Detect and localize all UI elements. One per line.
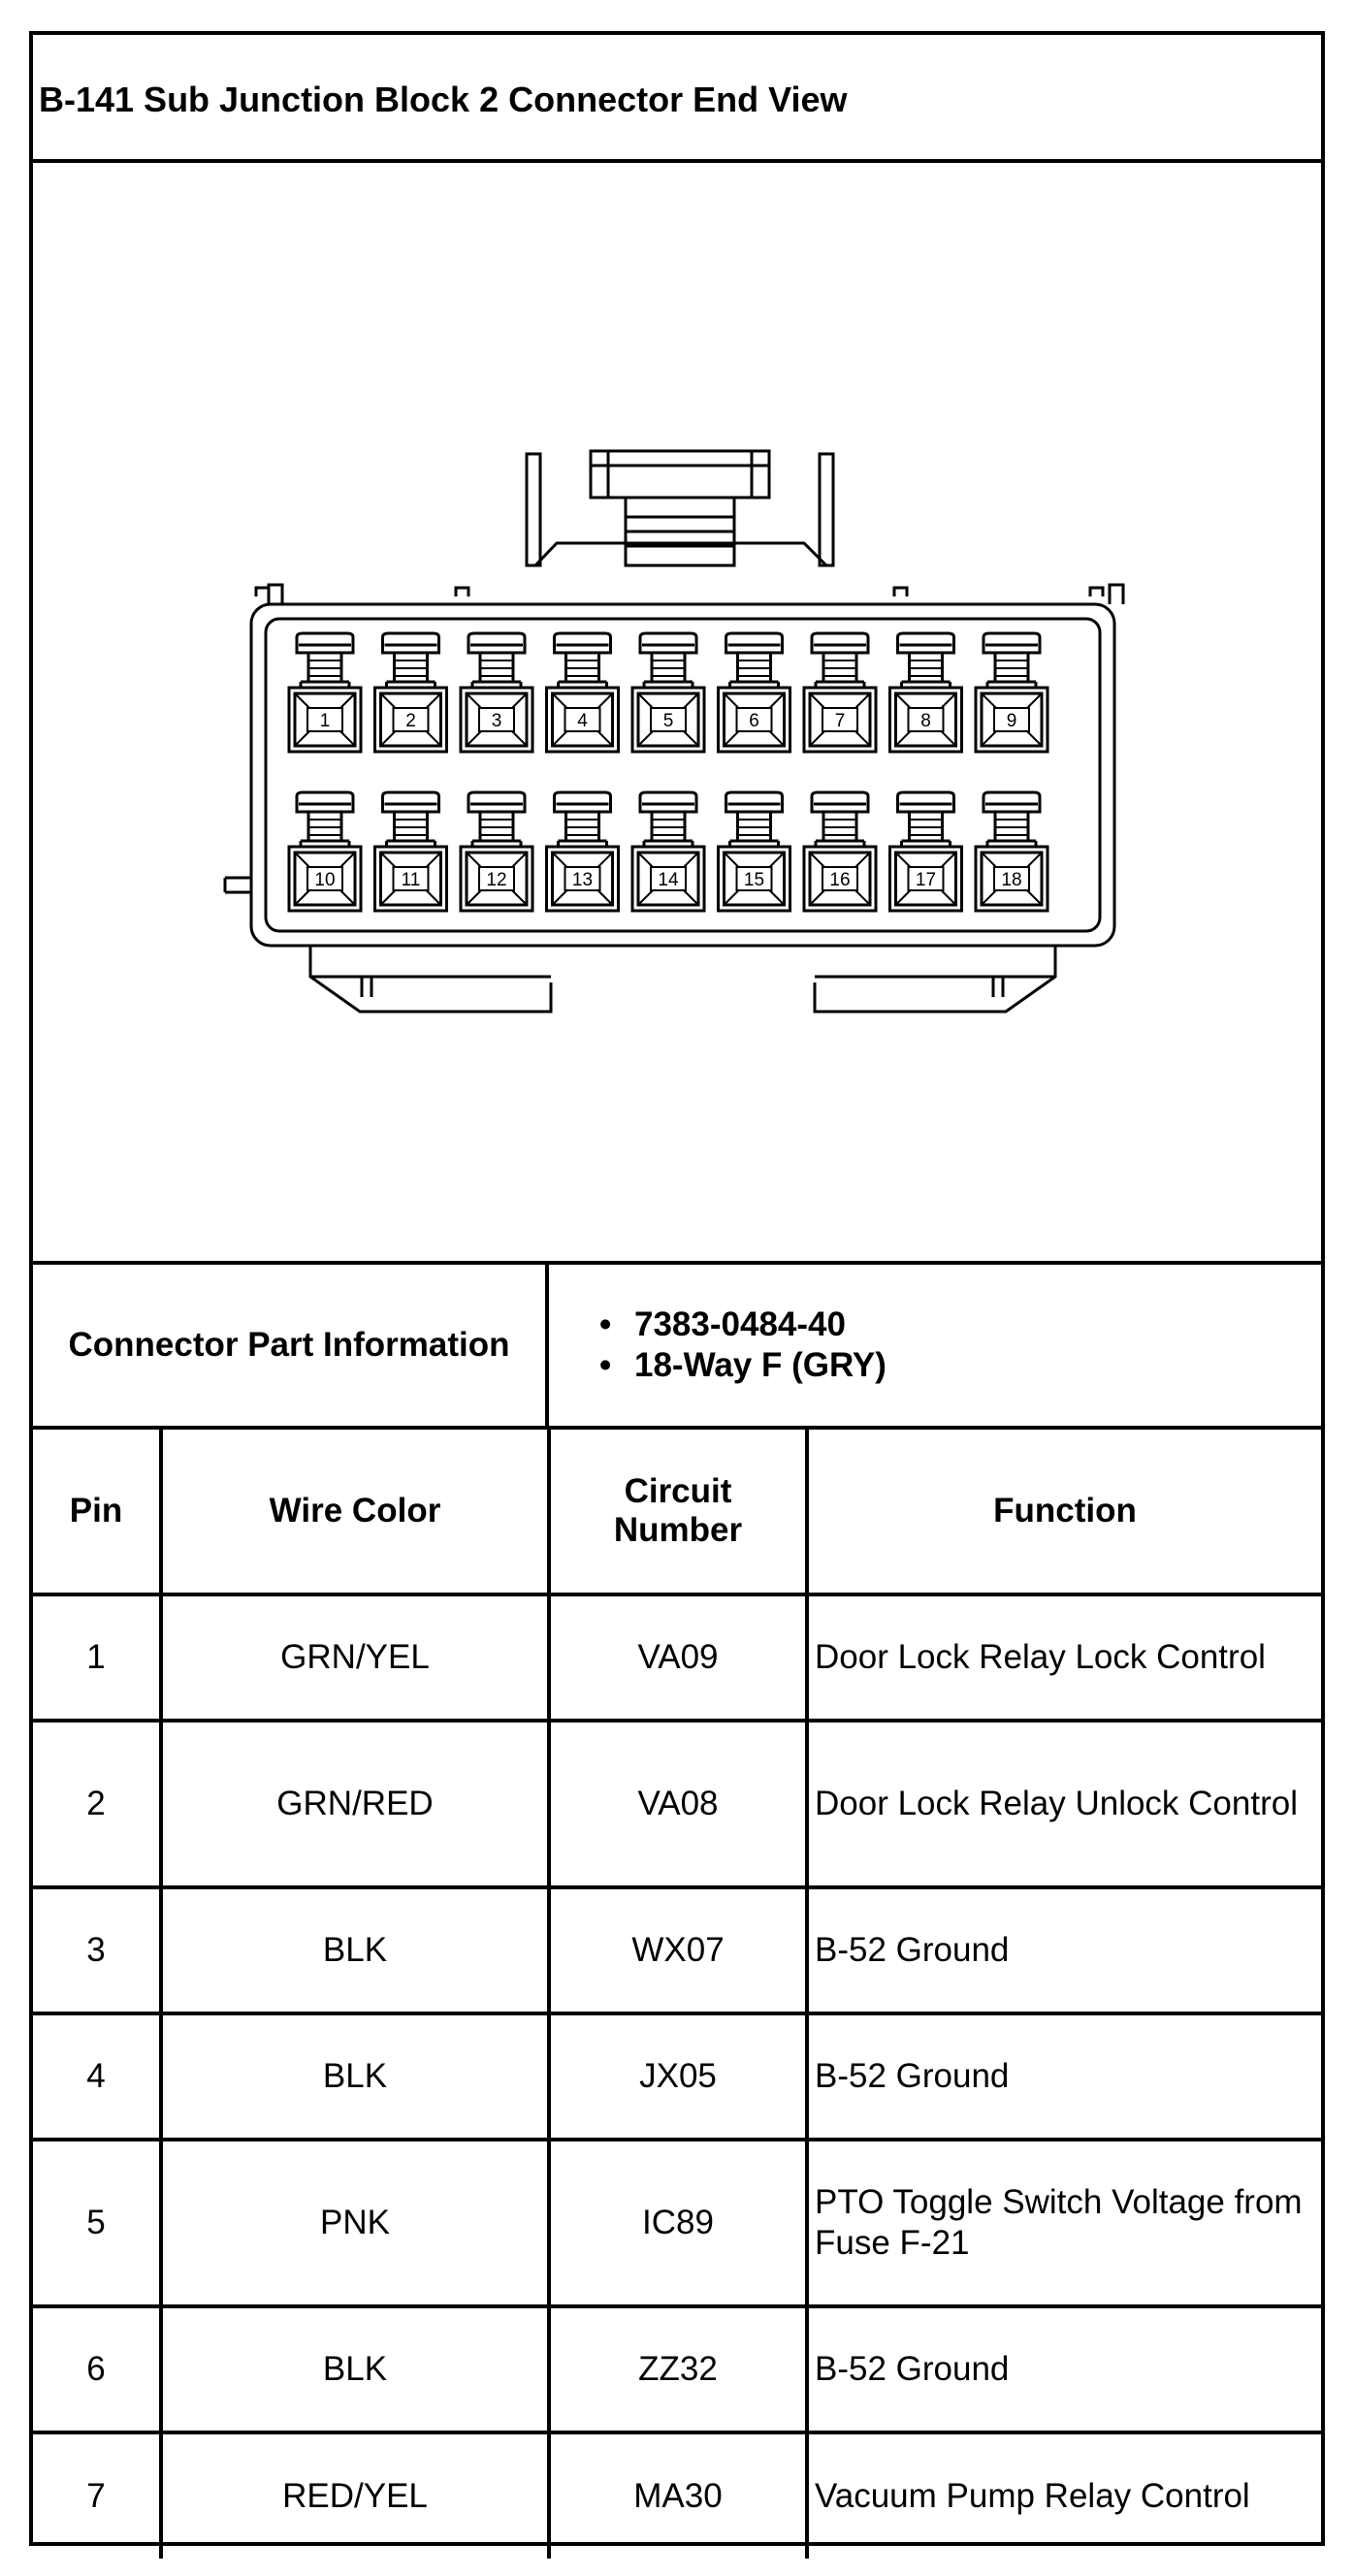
- table-row: 2 GRN/RED VA08 Door Lock Relay Unlock Co…: [33, 1719, 1321, 1889]
- cell-wire-color: GRN/YEL: [159, 1593, 551, 1723]
- cell-wire-color: BLK: [159, 2012, 551, 2141]
- cell-circuit: ZZ32: [547, 2304, 809, 2434]
- pin-number-label: 7: [835, 711, 846, 731]
- pin-number-label: 18: [1001, 870, 1021, 890]
- pin-cavity: 17: [888, 790, 963, 913]
- pin-number-label: 16: [829, 870, 850, 890]
- pin-cavity: 18: [974, 790, 1049, 913]
- pin-table: Pin Wire Color Circuit Number Function 1…: [33, 1430, 1321, 2559]
- pin-number-label: 12: [486, 870, 506, 890]
- cell-function: Vacuum Pump Relay Control: [805, 2431, 1321, 2559]
- pin-cavity: 6: [717, 631, 791, 754]
- cell-function: PTO Toggle Switch Voltage from Fuse F-21: [805, 2138, 1321, 2308]
- pin-cavity: 12: [459, 790, 534, 913]
- pin-cavity: 2: [373, 631, 448, 754]
- cell-circuit: IC89: [547, 2138, 809, 2308]
- header-pin: Pin: [33, 1430, 163, 1596]
- pin-number-label: 17: [916, 870, 936, 890]
- pin-number-label: 2: [405, 711, 416, 731]
- cell-pin: 5: [33, 2138, 163, 2308]
- cell-pin: 2: [33, 1719, 163, 1889]
- cell-circuit: VA08: [547, 1719, 809, 1889]
- cell-function: B-52 Ground: [805, 2012, 1321, 2141]
- cell-wire-color: BLK: [159, 1885, 551, 2015]
- cell-function: Door Lock Relay Lock Control: [805, 1593, 1321, 1723]
- cell-function: B-52 Ground: [805, 1885, 1321, 2015]
- header-circuit-line1: Circuit: [624, 1472, 732, 1510]
- pin-number-label: 13: [572, 870, 593, 890]
- pin-cavity: 5: [630, 631, 706, 754]
- pin-cavity: 10: [287, 790, 363, 913]
- pin-number-label: 5: [663, 711, 674, 731]
- cell-function: Door Lock Relay Unlock Control: [805, 1719, 1321, 1889]
- cell-pin: 7: [33, 2431, 163, 2559]
- pin-number-label: 14: [658, 870, 679, 890]
- pin-number-label: 1: [320, 711, 331, 731]
- table-header-row: Pin Wire Color Circuit Number Function: [33, 1430, 1321, 1596]
- connector-part-info-label: Connector Part Information: [33, 1265, 549, 1426]
- pin-number-label: 6: [749, 711, 759, 731]
- pin-number-label: 3: [492, 711, 502, 731]
- page-title: B-141 Sub Junction Block 2 Connector End…: [39, 80, 848, 119]
- cell-wire-color: RED/YEL: [159, 2431, 551, 2559]
- cell-wire-color: GRN/RED: [159, 1719, 551, 1889]
- table-row: 7 RED/YEL MA30 Vacuum Pump Relay Control: [33, 2431, 1321, 2559]
- header-function: Function: [805, 1430, 1321, 1596]
- cell-function: B-52 Ground: [805, 2304, 1321, 2434]
- pin-cavity: 13: [545, 790, 620, 913]
- pin-cavity: 14: [630, 790, 706, 913]
- pin-number-label: 8: [920, 711, 931, 731]
- cell-wire-color: PNK: [159, 2138, 551, 2308]
- table-row: 6 BLK ZZ32 B-52 Ground: [33, 2304, 1321, 2434]
- cell-pin: 1: [33, 1593, 163, 1723]
- title-row: B-141 Sub Junction Block 2 Connector End…: [33, 35, 1321, 163]
- pin-cavity: 4: [545, 631, 620, 754]
- cell-wire-color: BLK: [159, 2304, 551, 2434]
- table-row: 4 BLK JX05 B-52 Ground: [33, 2012, 1321, 2141]
- connector-part-info-list: 7383-0484-40 18-Way F (GRY): [634, 1265, 887, 1426]
- pin-number-label: 4: [577, 711, 588, 731]
- cell-circuit: WX07: [547, 1885, 809, 2015]
- pin-cavity: 3: [459, 631, 534, 754]
- cell-circuit: VA09: [547, 1593, 809, 1723]
- pin-cavity: 16: [802, 790, 878, 913]
- pin-cavity: 1: [287, 631, 363, 754]
- pin-number-label: 15: [744, 870, 764, 890]
- header-wire-color: Wire Color: [159, 1430, 551, 1596]
- table-row: 5 PNK IC89 PTO Toggle Switch Voltage fro…: [33, 2138, 1321, 2308]
- pin-cavity: 11: [373, 790, 448, 913]
- cell-pin: 6: [33, 2304, 163, 2434]
- connector-part-info-row: Connector Part Information 7383-0484-40 …: [33, 1265, 1321, 1430]
- connector-sheet: B-141 Sub Junction Block 2 Connector End…: [29, 31, 1325, 2559]
- header-circuit-number: Circuit Number: [547, 1430, 809, 1596]
- connector-type: 18-Way F (GRY): [634, 1345, 887, 1386]
- cell-pin: 3: [33, 1885, 163, 2015]
- pin-number-label: 9: [1007, 711, 1017, 731]
- table-row: 1 GRN/YEL VA09 Door Lock Relay Lock Cont…: [33, 1593, 1321, 1723]
- pin-number-label: 11: [402, 870, 421, 890]
- header-circuit-line2: Number: [613, 1511, 743, 1549]
- part-number: 7383-0484-40: [634, 1304, 887, 1345]
- cell-circuit: JX05: [547, 2012, 809, 2141]
- table-row: 3 BLK WX07 B-52 Ground: [33, 1885, 1321, 2015]
- cell-pin: 4: [33, 2012, 163, 2141]
- pin-cavity: 8: [888, 631, 963, 754]
- pin-cavity: 7: [802, 631, 878, 754]
- pin-cavity: 9: [974, 631, 1049, 754]
- pin-cavity: 15: [717, 790, 791, 913]
- latch: [525, 449, 835, 567]
- cell-circuit: MA30: [547, 2431, 809, 2559]
- pin-number-label: 10: [314, 870, 335, 890]
